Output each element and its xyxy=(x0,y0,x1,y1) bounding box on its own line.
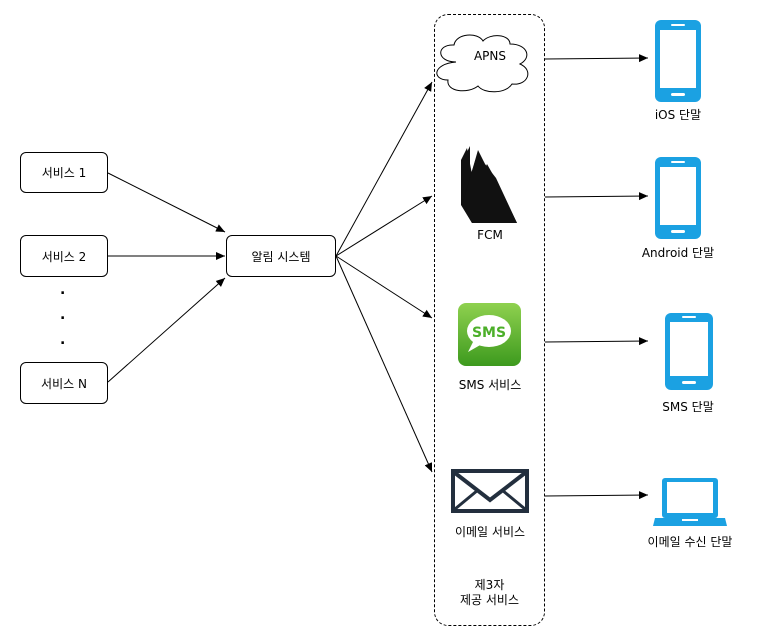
email-service-label: 이메일 서비스 xyxy=(454,525,526,539)
arrow-sms-to-smsdevice xyxy=(544,337,649,346)
notification-system-box[interactable]: 알림 시스템 xyxy=(226,235,336,277)
arrow-system-to-fcm xyxy=(335,195,433,257)
third-party-label-line1: 제3자 xyxy=(474,578,505,592)
sms-icon-text: SMS xyxy=(472,325,506,341)
service-2-box[interactable]: 서비스 2 xyxy=(20,235,108,277)
service-n-label: 서비스 N xyxy=(41,376,87,391)
service-1-box[interactable]: 서비스 1 xyxy=(20,152,108,193)
notification-system-label: 알림 시스템 xyxy=(251,249,311,264)
phone-icon-android xyxy=(655,157,701,239)
laptop-icon xyxy=(653,478,727,526)
android-device-label: Android 단말 xyxy=(641,246,715,260)
apns-label: APNS xyxy=(473,49,507,63)
third-party-label-line2: 제공 서비스 xyxy=(459,593,519,607)
ellipsis-dot-2: . xyxy=(60,307,66,323)
envelope-icon xyxy=(451,469,529,513)
phone-icon-sms xyxy=(665,313,713,390)
phone-icon-ios xyxy=(655,20,701,102)
ios-device-label: iOS 단말 xyxy=(654,108,702,122)
arrow-system-to-apns xyxy=(335,81,433,257)
arrow-system-to-sms xyxy=(335,255,433,319)
arrow-fcm-to-android xyxy=(544,192,649,201)
cloud-icon xyxy=(436,34,529,93)
service-2-label: 서비스 2 xyxy=(41,249,87,264)
service-n-box[interactable]: 서비스 N xyxy=(20,362,108,404)
ellipsis-dot-3: . xyxy=(60,332,66,348)
arrow-email-to-emaildevice xyxy=(544,491,649,500)
firebase-icon xyxy=(461,146,517,223)
arrow-service1-to-system xyxy=(107,172,226,233)
third-party-label: 제3자 제공 서비스 xyxy=(434,578,545,608)
sms-service-label: SMS 서비스 xyxy=(458,378,522,392)
arrow-serviceN-to-system xyxy=(107,277,226,383)
fcm-label: FCM xyxy=(477,228,503,242)
sms-icon: SMS xyxy=(458,303,521,366)
service-1-label: 서비스 1 xyxy=(41,166,87,180)
arrow-system-to-email xyxy=(335,255,433,473)
email-device-label: 이메일 수신 단말 xyxy=(647,535,733,549)
third-party-container xyxy=(434,14,545,626)
ellipsis-dot-1: . xyxy=(60,282,66,298)
arrow-apns-to-ios xyxy=(544,54,649,63)
sms-device-label: SMS 단말 xyxy=(662,400,714,414)
